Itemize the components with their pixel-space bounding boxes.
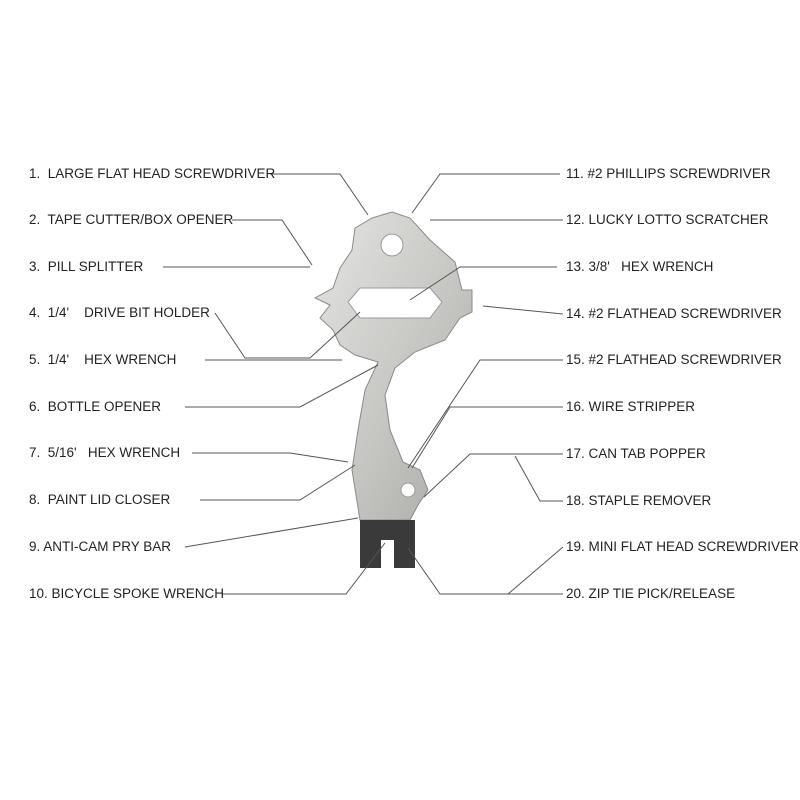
label-14: 14. #2 FLATHEAD SCREWDRIVER: [566, 306, 782, 321]
label-4: 4. 1/4' DRIVE BIT HOLDER: [29, 305, 210, 320]
label-10: 10. BICYCLE SPOKE WRENCH: [29, 586, 225, 601]
label-18: 18. STAPLE REMOVER: [566, 493, 712, 508]
label-5: 5. 1/4' HEX WRENCH: [29, 352, 177, 367]
multitool-body: [313, 211, 473, 521]
label-19: 19. MINI FLAT HEAD SCREWDRIVER: [566, 539, 799, 554]
label-11: 11. #2 PHILLIPS SCREWDRIVER: [566, 166, 771, 181]
label-1: 1. LARGE FLAT HEAD SCREWDRIVER: [29, 166, 276, 181]
label-12: 12. LUCKY LOTTO SCRATCHER: [566, 212, 769, 227]
label-8: 8. PAINT LID CLOSER: [29, 492, 171, 507]
label-13: 13. 3/8' HEX WRENCH: [566, 259, 714, 274]
spoke-wrench-slot: [381, 540, 394, 570]
label-3: 3. PILL SPLITTER: [29, 259, 144, 274]
label-6: 6. BOTTLE OPENER: [29, 399, 162, 414]
label-16: 16. WIRE STRIPPER: [566, 399, 696, 414]
hex-wrench-hole: [347, 287, 443, 319]
label-20: 20. ZIP TIE PICK/RELEASE: [566, 586, 736, 601]
label-15: 15. #2 FLATHEAD SCREWDRIVER: [566, 352, 782, 367]
key-ring-hole: [380, 233, 404, 257]
label-7: 7. 5/16' HEX WRENCH: [29, 445, 181, 460]
leader-lines: [163, 173, 564, 595]
label-17: 17. CAN TAB POPPER: [566, 446, 706, 461]
spoke-hole: [400, 482, 416, 498]
label-9: 9. ANTI-CAM PRY BAR: [29, 539, 172, 554]
label-2: 2. TAPE CUTTER/BOX OPENER: [29, 212, 234, 227]
